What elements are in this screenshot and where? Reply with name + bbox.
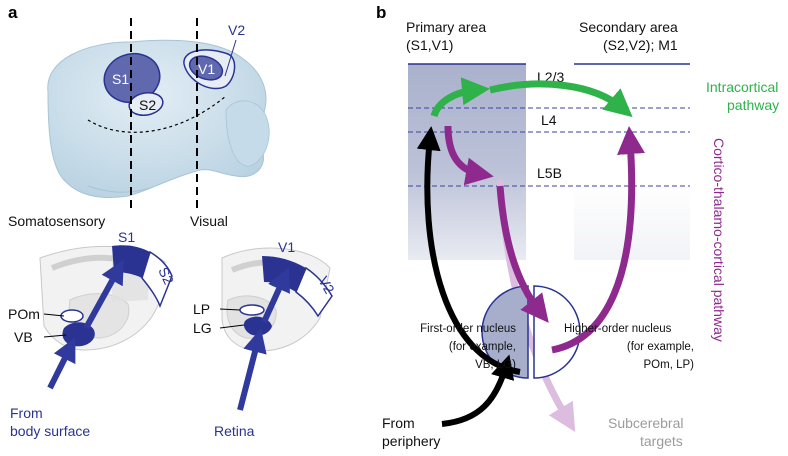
first-order-label-line2: (for example, — [449, 341, 516, 353]
subcerebral-label-line1: Subcerebral — [608, 415, 684, 431]
s1-label: S1 — [112, 71, 129, 87]
lp-label: LP — [193, 301, 210, 317]
v2-cortex-band — [295, 266, 333, 318]
v1-section-label: V1 — [278, 239, 295, 255]
body-surface-input-arrow — [47, 337, 76, 390]
lg-label: LG — [193, 320, 212, 336]
v2-leader-line — [224, 39, 237, 77]
higher-order-label-line3: POm, LP) — [644, 359, 695, 371]
higher-order-to-secondary-arrow — [551, 126, 645, 354]
mouse-brain-illustration — [47, 39, 270, 198]
lp-nucleus — [239, 304, 265, 316]
cortico-thalamo-cortical-label: Cortico-thalamo-cortical pathway — [711, 138, 727, 342]
from-periphery-line2: periphery — [382, 433, 440, 449]
somato-thalamocortical-arrow — [83, 259, 124, 330]
pom-nucleus — [60, 309, 84, 323]
v2-section-label: V2 — [315, 274, 338, 297]
retina-label: Retina — [214, 423, 255, 439]
v1-label: V1 — [198, 61, 215, 77]
from-periphery-line1: From — [382, 415, 415, 431]
s2-section-label: S2 — [155, 265, 177, 287]
intracortical-arrow — [489, 80, 633, 118]
primary-area-subtitle: (S1,V1) — [406, 37, 453, 53]
secondary-area-title: Secondary area — [579, 19, 678, 35]
s2-cortex-band — [141, 250, 173, 309]
subcerebral-label-line2: targets — [640, 433, 683, 449]
s1-section-label: S1 — [118, 229, 135, 245]
lp-leader-line — [219, 308, 241, 311]
lg-leader-line — [219, 324, 245, 329]
panel-a-letter: a — [8, 3, 18, 22]
secondary-area-subtitle: (S2,V2); M1 — [603, 37, 678, 53]
l4-to-l23-arrow — [430, 77, 490, 118]
l4-to-l5b-arrow — [444, 125, 494, 186]
first-order-label-line1: First-order nucleus — [420, 323, 516, 335]
visual-thalamocortical-arrow — [261, 267, 290, 324]
vb-label: VB — [14, 329, 33, 345]
primary-area-title: Primary area — [406, 19, 486, 35]
first-order-label-line3: VB, LG) — [475, 359, 516, 371]
pom-leader-line — [43, 313, 65, 317]
s2-label: S2 — [139, 97, 156, 113]
higher-order-label-line2: (for example, — [627, 341, 694, 353]
intracortical-label-line1: Intracortical — [706, 79, 778, 95]
retina-input-arrow — [237, 328, 267, 411]
s2-area — [128, 92, 164, 116]
layer-l5b-label: L5B — [537, 165, 562, 181]
l5b-to-higher-order-arrow — [496, 185, 549, 323]
visual-label: Visual — [190, 213, 228, 229]
periphery-input-arrow — [441, 354, 515, 427]
from-body-surface-line1: From — [10, 405, 43, 421]
vb-leader-line — [43, 334, 67, 338]
somatosensory-label: Somatosensory — [8, 213, 105, 229]
from-body-surface-line2: body surface — [10, 423, 90, 439]
v2-label: V2 — [228, 22, 245, 38]
higher-order-label-line1: Higher-order nucleus — [564, 323, 672, 335]
pom-label: POm — [8, 306, 40, 322]
intracortical-label-line2: pathway — [727, 97, 779, 113]
panel-b-letter: b — [376, 3, 386, 22]
layer-l4-label: L4 — [541, 112, 557, 128]
